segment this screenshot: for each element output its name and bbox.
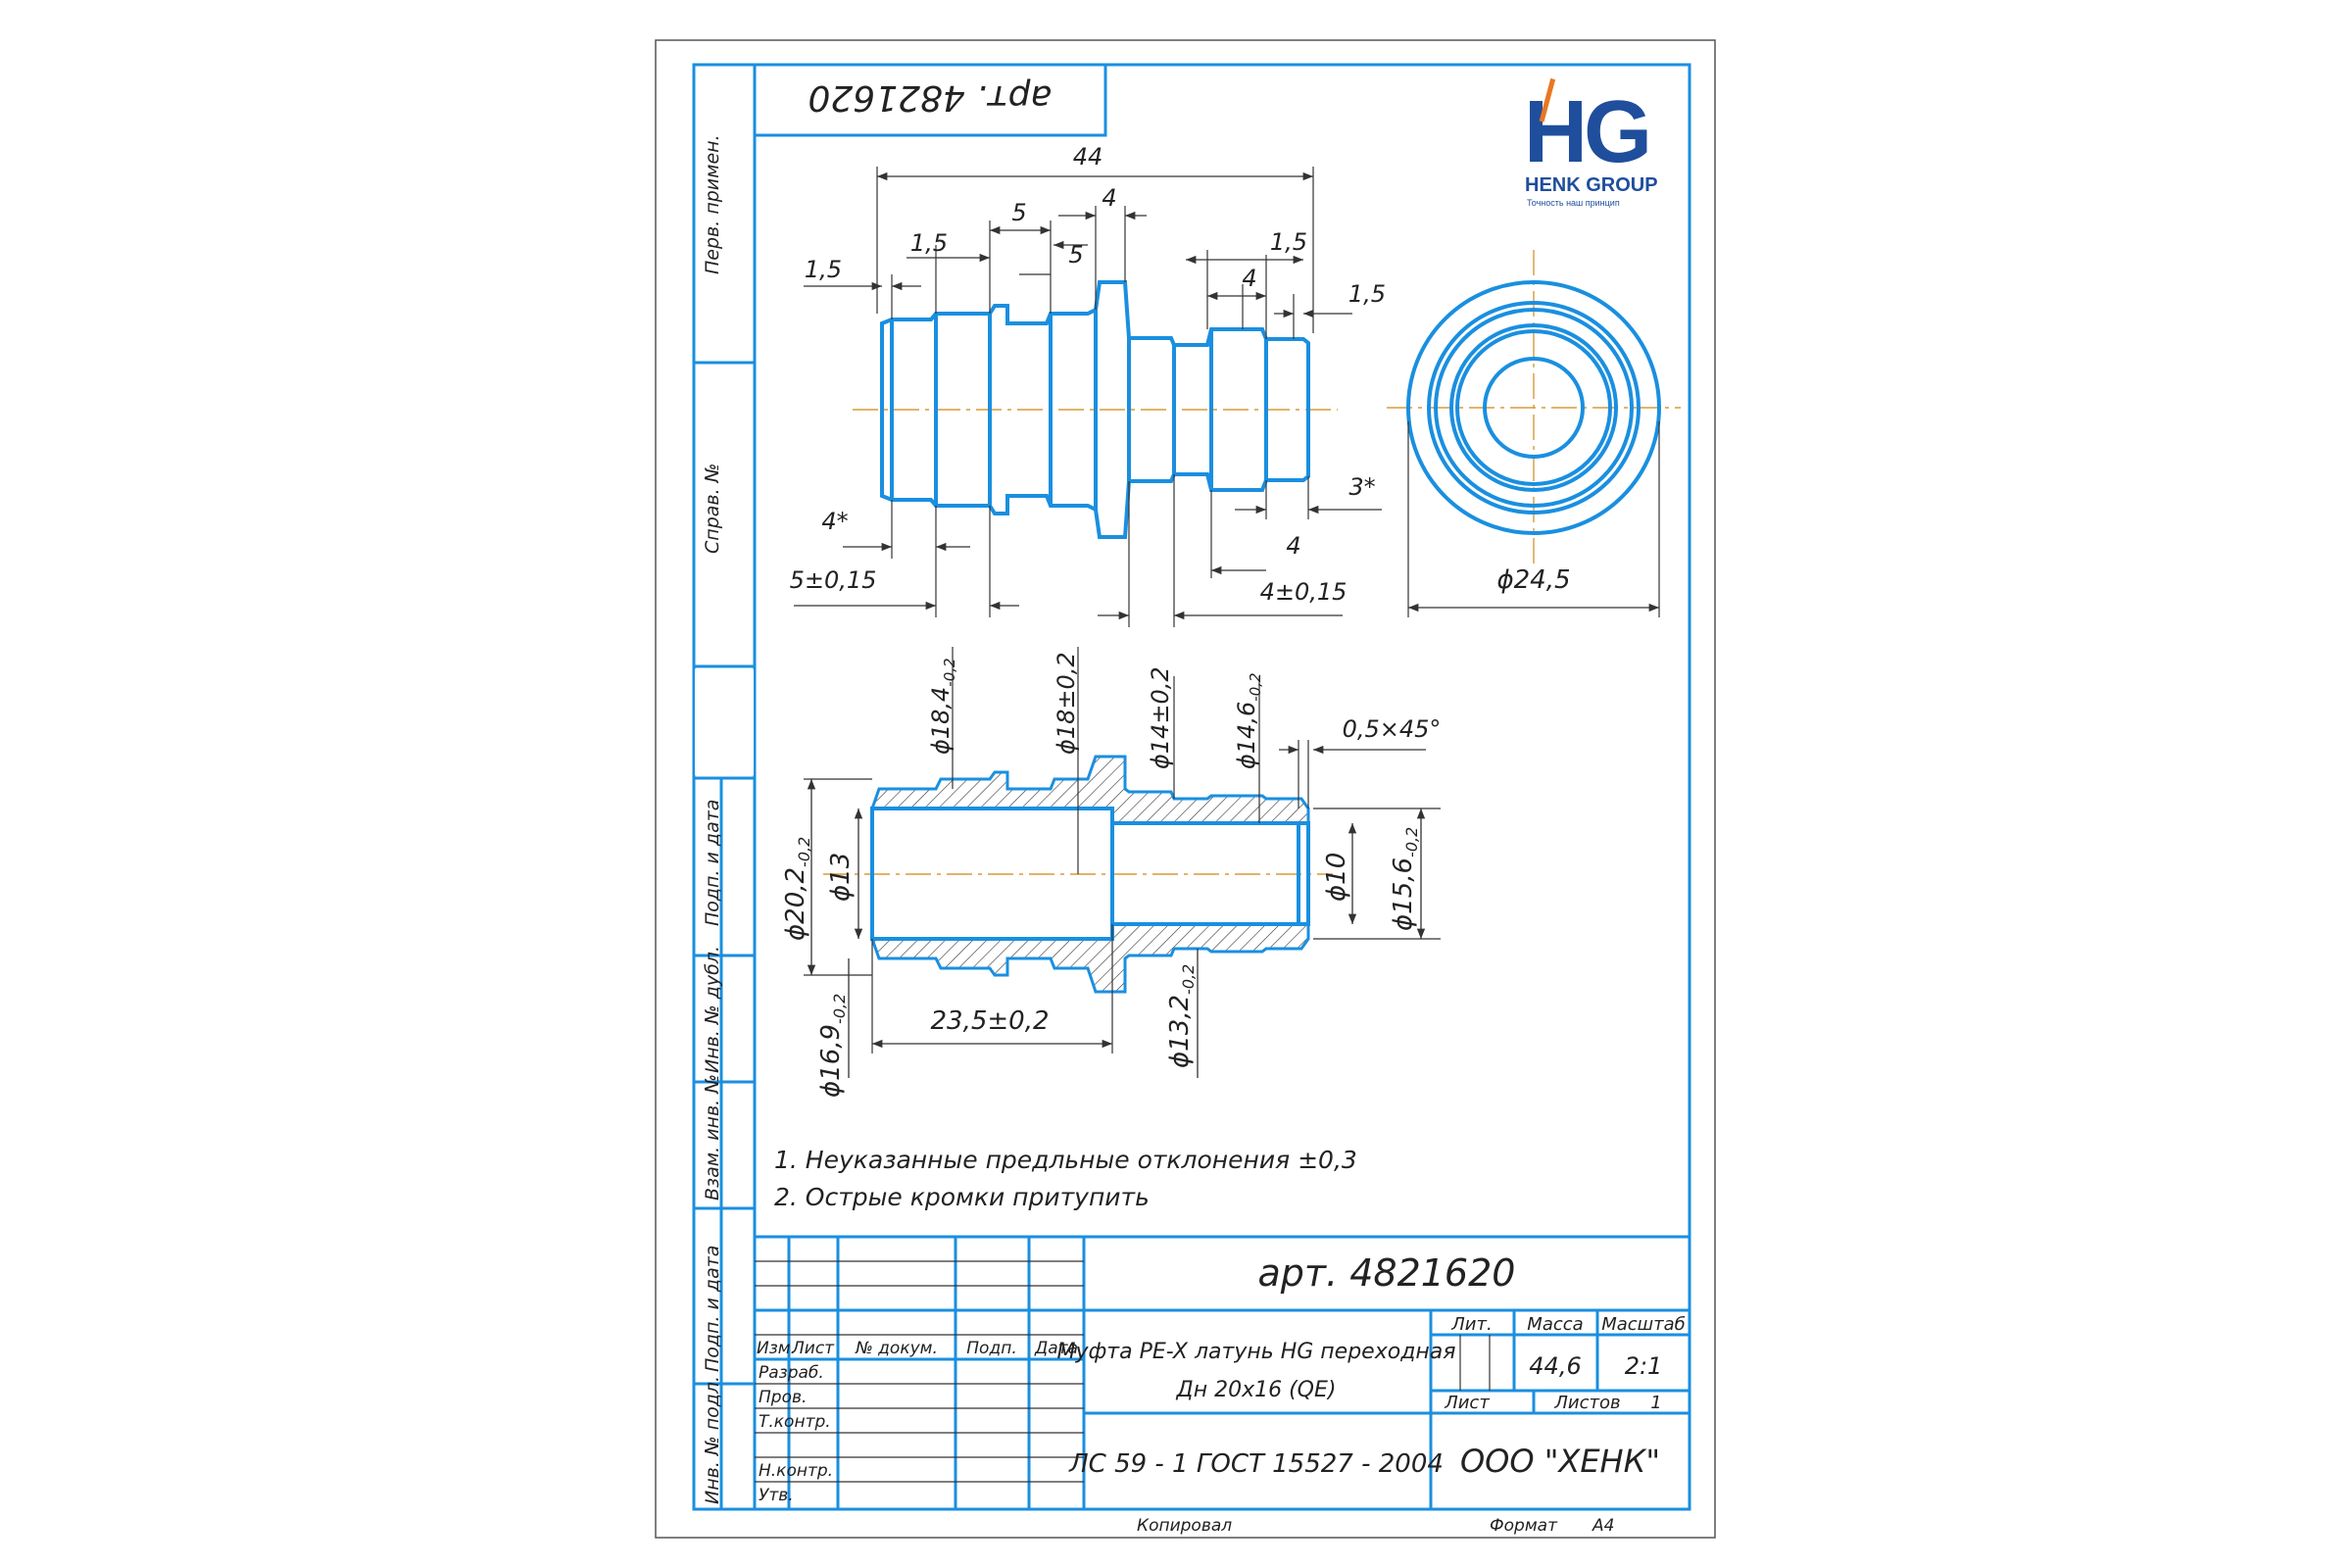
dim-dia-18-tol: ϕ18±0,2 [1053,652,1080,755]
dim-5-mid: 5 [1068,241,1083,269]
dim-44: 44 [1073,143,1103,171]
organization: ООО "ХЕНК" [1460,1443,1660,1480]
note-2: 2. Острые кромки притупить [774,1183,1150,1211]
rotated-stamp-box [753,63,1107,137]
dim-dia-13: ϕ13 [826,853,856,902]
material: ЛС 59 - 1 ГОСТ 15527 - 2004 [1068,1449,1444,1479]
dim-dia-14-tol: ϕ14±0,2 [1147,666,1174,769]
dim-4-right: 4 [1242,265,1256,292]
dim-1-5-far-left: 1,5 [805,256,842,283]
side-label-perv-primen: Перв. примен. [702,134,723,274]
dim-dia-14-6: ϕ14,6-0,2 [1233,672,1264,769]
side-label-vzam-inv: Взам. инв. № [702,1074,723,1200]
hdr-data: Дата [1034,1339,1078,1358]
rotated-stamp-text: арт. 4821620 [808,77,1052,118]
dim-1-5-left: 1,5 [910,229,948,257]
list-label: Лист [1444,1393,1490,1413]
role-nkontr: Н.контр. [759,1461,833,1481]
dim-dia-13-2: ϕ13,2-0,2 [1165,964,1198,1068]
dim-dia-18-4: ϕ18,4-0,2 [927,658,958,755]
role-prov: Пров. [759,1388,807,1407]
side-label-inv-dubl: Инв. № дубл. [702,946,723,1073]
dim-dia-24-5: ϕ24,5 [1496,565,1570,595]
henk-group-logo: HG HENK GROUP Точность наш принцип [1524,77,1658,208]
dim-3-star: 3* [1348,473,1375,501]
dim-dia-10: ϕ10 [1322,853,1351,902]
listov-value: 1 [1650,1393,1661,1413]
dim-4-lower: 4 [1286,532,1300,560]
side-label-sprav-no: Справ. № [702,464,723,554]
title-block: Изм. Лист № докум. Подп. Дата Разраб. Пр… [755,1235,1690,1509]
footer-format-value: А4 [1592,1516,1614,1536]
side-label-inv-podl: Инв. № подл. [702,1376,723,1504]
side-label-podp-data-2: Подп. и дата [702,1246,723,1372]
dim-4-star: 4* [821,508,848,535]
end-view-outer-circle [1406,280,1661,535]
masshtab-label: Масштаб [1601,1314,1686,1335]
side-view: 44 5 4 1,5 5 1,5 1,5 4 1,5 [790,143,1386,627]
dim-chamfer: 0,5×45° [1343,715,1442,743]
role-utv: Утв. [759,1486,794,1505]
listov-label: Листов [1553,1393,1620,1413]
hdr-podp: Подп. [966,1339,1016,1358]
logo-company: HENK GROUP [1525,174,1658,196]
part-name-line-2: Дн 20х16 (QE) [1176,1378,1337,1402]
dim-dia-15-6: ϕ15,6-0,2 [1389,827,1421,931]
dim-1-5-right: 1,5 [1270,228,1307,256]
hdr-dokum: № докум. [855,1339,938,1358]
section-bore [870,807,1310,941]
end-view: ϕ24,5 [1387,250,1681,617]
logo-tagline: Точность наш принцип [1527,198,1620,208]
massa-label: Масса [1527,1314,1583,1335]
footer-format-label: Формат [1490,1516,1558,1536]
part-name-line-1: Муфта PE-X латунь HG переходная [1057,1340,1456,1364]
side-label-podp-data-1: Подп. и дата [702,800,723,926]
inner-frame [692,63,1691,1511]
dim-4-upper: 4 [1102,184,1116,212]
section-view: ϕ18,4-0,2 ϕ18±0,2 ϕ14±0,2 ϕ14,6-0,2 0,5×… [781,647,1441,1098]
dim-dia-16-9: ϕ16,9-0,2 [816,994,849,1098]
dim-5-tol: 5±0,15 [790,566,877,594]
designation: арт. 4821620 [1258,1251,1516,1295]
massa-value: 44,6 [1529,1352,1581,1380]
logo-letters: HG [1524,83,1648,181]
paper-border [655,39,1716,1539]
dim-4-tol: 4±0,15 [1260,578,1348,606]
dim-5-upper: 5 [1011,199,1026,226]
hdr-izm: Изм. [757,1339,796,1358]
lit-label: Лит. [1450,1314,1492,1335]
role-tkontr: Т.контр. [759,1412,831,1432]
hdr-list: Лист [791,1339,835,1358]
dim-1-5-far-right: 1,5 [1348,280,1386,308]
dim-dia-20-2: ϕ20,2-0,2 [781,837,813,941]
role-razrab: Разраб. [759,1363,824,1383]
masshtab-value: 2:1 [1625,1352,1663,1380]
note-1: 1. Неуказанные предльные отклонения ±0,3 [774,1146,1357,1174]
footer-kopiroval: Копировал [1137,1516,1232,1536]
dim-length-23-5: 23,5±0,2 [930,1006,1049,1036]
